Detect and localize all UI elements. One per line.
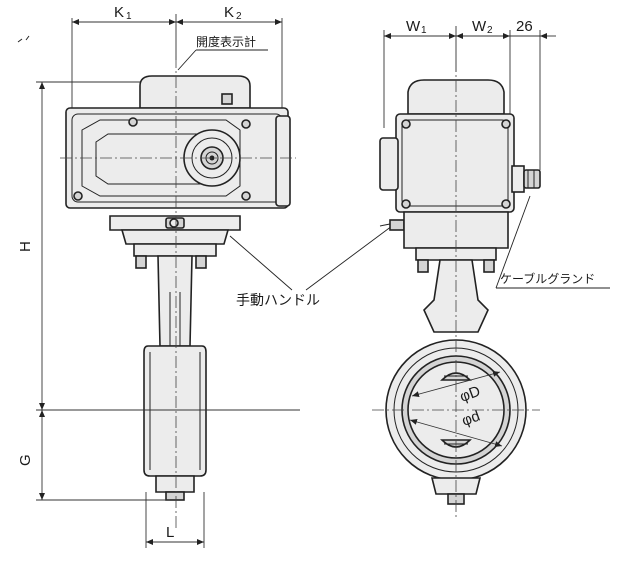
side-view: W 1 W 2 26 — [372, 18, 610, 520]
body-bolt — [241, 119, 251, 129]
w1-subscript: 1 — [421, 25, 427, 36]
indicator-window — [221, 93, 233, 105]
side-actuator-body — [395, 113, 515, 213]
k1-subscript: 1 — [126, 11, 132, 22]
w1-label: W — [406, 18, 421, 35]
cable-gland-label: ケーブルグランド — [500, 271, 595, 286]
k1-label: K — [114, 4, 124, 21]
k2-label: K — [224, 4, 234, 21]
w2-label: W — [472, 18, 487, 35]
actuator-inner-panel — [81, 119, 241, 197]
side-bracket — [415, 247, 497, 261]
coupling-flange — [120, 229, 230, 245]
side-bracket-bolt — [483, 259, 495, 273]
body-bolt — [128, 117, 138, 127]
valve-neck — [157, 255, 193, 347]
body-bolt — [73, 191, 83, 201]
cable-gland-nut — [511, 165, 525, 193]
front-view: K 1 K 2 開度表示計 — [17, 4, 393, 548]
stray-mark — [17, 35, 30, 43]
mounting-bracket — [133, 243, 217, 257]
bracket-bolt — [135, 255, 147, 269]
opening-indicator-label: 開度表示計 — [196, 34, 256, 49]
bottom-plug — [165, 491, 185, 501]
side-handwheel-boss — [379, 137, 399, 191]
h-label: H — [17, 241, 34, 252]
gap-26-label: 26 — [516, 18, 533, 35]
manual-handle-label: 手動ハンドル — [236, 293, 320, 309]
side-bolt — [401, 119, 411, 129]
phi-d-lower-label: φd — [460, 408, 483, 430]
bracket-bolt — [195, 255, 207, 269]
k2-subscript: 2 — [236, 11, 242, 22]
side-bracket-bolt — [417, 259, 429, 273]
bottom-boss — [155, 475, 195, 493]
valve-body-front — [143, 345, 207, 477]
w2-subscript: 2 — [487, 25, 493, 36]
side-manual-handle — [389, 219, 405, 231]
side-bolt — [501, 199, 511, 209]
l-label: L — [166, 524, 174, 541]
g-label: G — [17, 454, 34, 466]
side-bolt — [501, 119, 511, 129]
actuator-side-cap — [275, 115, 291, 207]
side-bolt — [401, 199, 411, 209]
body-bolt — [241, 191, 251, 201]
actuator-top-cover — [139, 75, 251, 109]
cable-gland — [523, 169, 541, 189]
phi-d-upper-label: φD — [458, 383, 483, 406]
